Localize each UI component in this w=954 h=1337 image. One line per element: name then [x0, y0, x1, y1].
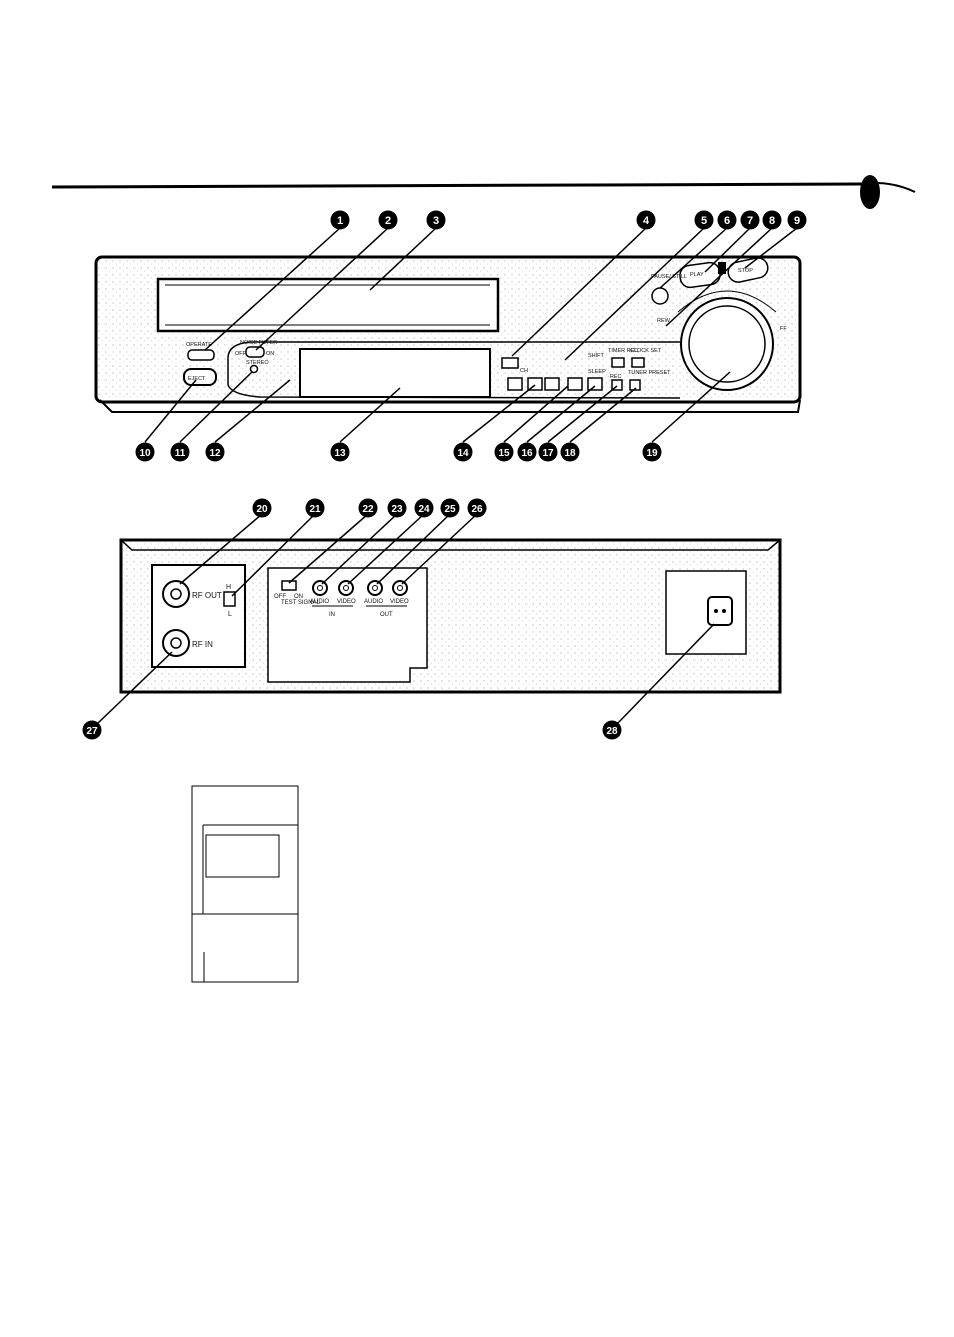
svg-text:26: 26: [471, 504, 483, 515]
svg-text:1: 1: [337, 215, 343, 227]
svg-text:3: 3: [433, 215, 439, 227]
stop-label: STOP: [738, 268, 753, 274]
callout-15: 15: [495, 443, 514, 462]
svg-text:10: 10: [139, 448, 151, 459]
svg-text:7: 7: [747, 215, 753, 227]
svg-text:8: 8: [769, 215, 775, 227]
callout-12: 12: [206, 443, 225, 462]
svg-text:16: 16: [521, 448, 533, 459]
ac-inlet: [708, 597, 732, 625]
svg-text:14: 14: [457, 448, 469, 459]
callout-16: 16: [518, 443, 537, 462]
callout-11: 11: [171, 443, 190, 462]
svg-text:17: 17: [542, 448, 554, 459]
power-box: [666, 571, 746, 654]
callout-18: 18: [561, 443, 580, 462]
callout-21: 21: [306, 499, 325, 518]
pause-button: [652, 288, 668, 304]
svg-text:27: 27: [86, 726, 98, 737]
front-panel: [96, 256, 800, 412]
callout-10: 10: [136, 443, 155, 462]
callout-26: 26: [468, 499, 487, 518]
cassette-slot: [158, 279, 498, 331]
svg-text:20: 20: [256, 504, 268, 515]
audio-in-label: AUDIO: [310, 599, 329, 605]
video-out-label: VIDEO: [390, 599, 409, 605]
remote-sensor: [251, 366, 258, 373]
noise-filter-switch: [246, 347, 264, 357]
callout-20: 20: [253, 499, 272, 518]
callout-24: 24: [415, 499, 434, 518]
callout-27: 27: [83, 721, 102, 740]
rf-out-label: RF OUT: [192, 591, 222, 600]
callout-3: 3: [427, 211, 446, 230]
video-in-label: VIDEO: [337, 599, 356, 605]
sketch-box: [192, 786, 298, 982]
clock-set-label: CLOCK SET: [630, 348, 662, 354]
svg-text:2: 2: [385, 215, 391, 227]
operate-button: [188, 350, 214, 360]
rf-in-label: RF IN: [192, 640, 213, 649]
svg-text:9: 9: [794, 215, 800, 227]
callout-23: 23: [388, 499, 407, 518]
callout-6: 6: [718, 211, 737, 230]
svg-text:24: 24: [418, 504, 430, 515]
svg-text:5: 5: [701, 215, 707, 227]
callout-28: 28: [603, 721, 622, 740]
callout-17: 17: [539, 443, 558, 462]
svg-text:12: 12: [209, 448, 221, 459]
callout-13: 13: [331, 443, 350, 462]
h-label: H: [226, 584, 231, 591]
svg-text:23: 23: [391, 504, 403, 515]
eject-label: EJECT: [188, 376, 206, 382]
svg-text:28: 28: [606, 726, 618, 737]
svg-text:13: 13: [334, 448, 346, 459]
svg-text:15: 15: [498, 448, 510, 459]
ff-label: FF: [780, 326, 787, 332]
nf-on-label: ON: [266, 351, 274, 357]
header-rule: [52, 175, 915, 209]
svg-text:18: 18: [564, 448, 576, 459]
stereo-label: STEREO: [246, 360, 269, 366]
callout-8: 8: [763, 211, 782, 230]
callout-1: 1: [331, 211, 350, 230]
svg-text:21: 21: [309, 504, 321, 515]
ch-label: CH: [520, 368, 528, 374]
svg-text:4: 4: [643, 215, 650, 227]
display-window: [300, 349, 490, 397]
svg-text:19: 19: [646, 448, 658, 459]
callout-4: 4: [637, 211, 656, 230]
callout-14: 14: [454, 443, 473, 462]
audio-out-label: AUDIO: [364, 599, 383, 605]
callout-19: 19: [643, 443, 662, 462]
noise-filter-label: NOISE FILTER: [240, 340, 277, 346]
l-label: L: [228, 611, 232, 618]
in-label: IN: [329, 612, 335, 618]
svg-text:6: 6: [724, 215, 730, 227]
svg-text:22: 22: [362, 504, 374, 515]
irec-label: ·REC: [608, 374, 621, 380]
out-label: OUT: [380, 612, 393, 618]
callout-7: 7: [741, 211, 760, 230]
callout-5: 5: [695, 211, 714, 230]
rear-panel: [121, 540, 780, 692]
shift-label: SHIFT: [588, 353, 605, 359]
svg-text:11: 11: [175, 448, 186, 459]
callout-25: 25: [441, 499, 460, 518]
nf-off-label: OFF: [235, 351, 247, 357]
callout-22: 22: [359, 499, 378, 518]
sleep-label: SLEEP: [588, 369, 606, 375]
callout-9: 9: [788, 211, 807, 230]
callout-2: 2: [379, 211, 398, 230]
svg-text:25: 25: [444, 504, 456, 515]
play-label: PLAY: [690, 272, 704, 278]
tuner-preset-label: TUNER PRESET: [628, 370, 671, 376]
